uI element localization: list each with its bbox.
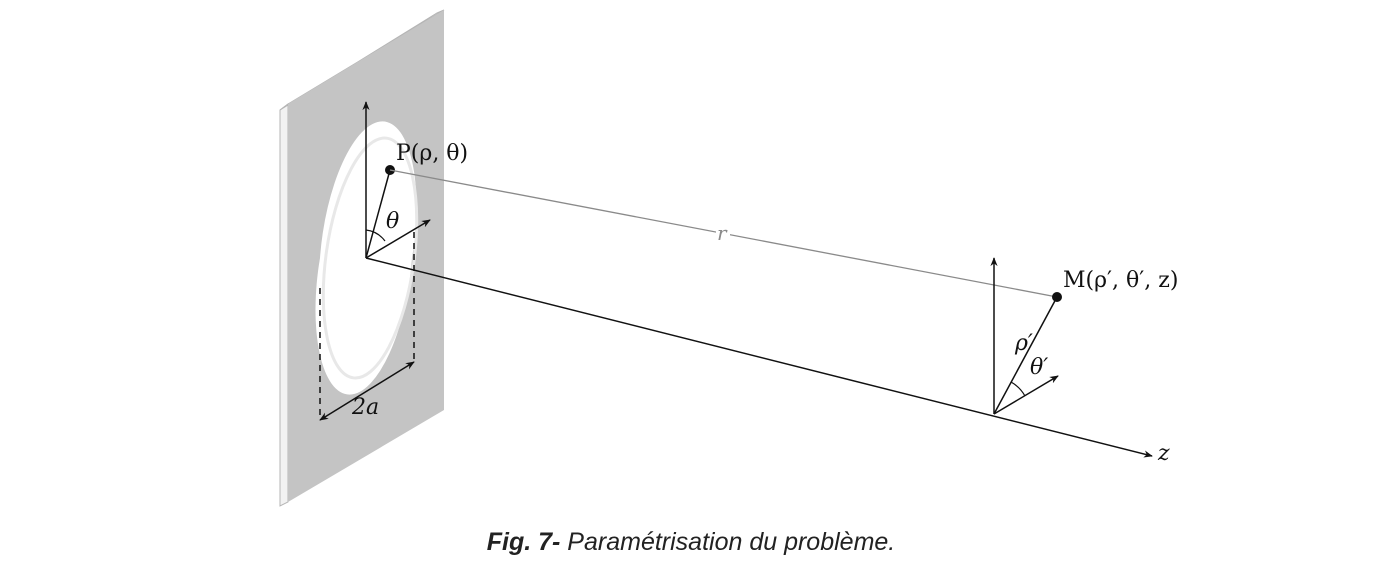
theta-arc [365, 229, 386, 242]
figure-caption-text: Paramétrisation du problème. [560, 528, 896, 556]
theta-prime-label: θ′ [1030, 355, 1048, 380]
z-axis-label: z [1157, 441, 1170, 466]
point-m-label: M(ρ′, θ′, z) [1063, 268, 1178, 293]
diagram-canvas: 2a θ P(ρ, θ) r z ρ′ θ′ M(ρ′, θ′, z) [279, 9, 1178, 507]
rho-prime-segment [993, 296, 1058, 415]
distance-label-bg [716, 226, 730, 242]
point-p-label: P(ρ, θ) [396, 141, 468, 166]
screen-edge [279, 103, 289, 507]
diameter-arrow [319, 361, 415, 421]
z-axis [365, 257, 1153, 458]
rho-prime-label: ρ′ [1014, 331, 1033, 356]
screen [279, 9, 445, 507]
point-m [1052, 292, 1062, 302]
figure-caption: Fig. 7- Paramétrisation du problème. [0, 528, 1382, 557]
distance-label: r [717, 221, 728, 245]
observation-diagonal-axis [993, 375, 1059, 415]
diameter-label: 2a [351, 395, 379, 420]
aperture-diagonal-axis [365, 219, 431, 259]
theta-label: θ [386, 209, 399, 234]
figure-number: Fig. 7- [486, 528, 561, 556]
theta-prime-arc [1010, 381, 1026, 397]
rho-segment [365, 169, 391, 259]
